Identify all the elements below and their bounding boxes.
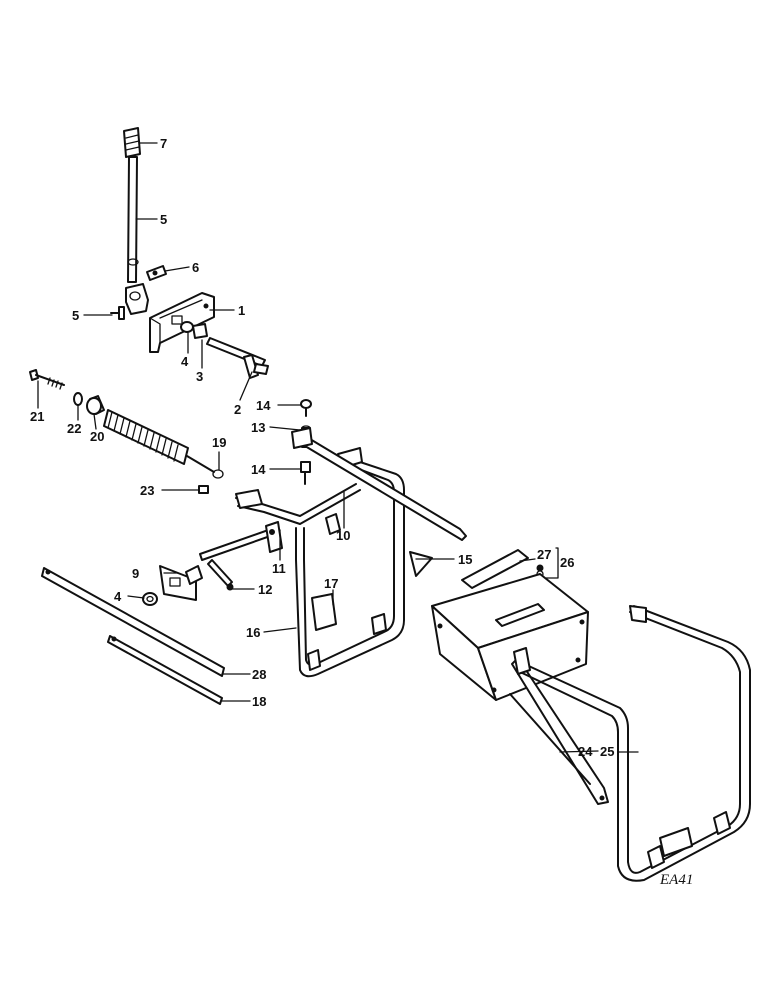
leader-lines [37,142,639,753]
callout-4-upper: 4 [181,354,189,369]
callout-4-lower: 4 [114,589,122,604]
callout-19: 19 [212,435,226,450]
upper-bolt-part [300,399,312,417]
drawing-code: EA41 [659,872,693,888]
long-strap-part [41,567,225,677]
short-strap-part [107,635,223,705]
brace-rod-part [509,657,609,805]
callout-25: 25 [600,744,614,759]
battery-box-part [431,573,589,701]
callout-23: 23 [140,483,154,498]
callout-10: 10 [336,528,350,543]
callout-16: 15 [458,552,472,567]
long-bolt-part [29,369,65,390]
washer-part-upper [180,321,194,333]
gusset-plate-part [409,551,433,577]
callout-27: 27 [537,547,551,562]
callout-15: 16 [246,625,260,640]
callout-3: 3 [196,369,203,384]
callout-24: 24 [578,744,593,759]
flat-washer-part [73,392,83,406]
left-tube-frame-part [295,447,405,678]
callout-5: 5 [160,212,167,227]
callout-6: 5 [72,308,79,323]
linkage-rod-part [199,521,283,561]
callout-14-lower: 14 [251,462,266,477]
support-bar-part [291,427,467,541]
callout-28: 28 [252,667,266,682]
lock-nut-part [198,485,209,494]
washer-part-lower [142,592,158,606]
callout-18: 18 [252,694,266,709]
callout-13: 13 [251,420,265,435]
clip-part [146,265,167,281]
callout-8: 7 [160,136,167,151]
callout-14-upper: 14 [256,398,271,413]
pin-part [110,306,125,320]
handle-grip-part [123,127,141,158]
callout-2: 2 [234,402,241,417]
shift-lever-arm-part [206,337,269,379]
lower-bolt-part [300,461,311,485]
lever-rod-part [127,156,139,283]
right-tube-frame-part [513,605,751,882]
bushing-part [86,395,105,415]
callout-7: 6 [192,260,199,275]
cross-tube-part [235,483,361,535]
callout-20: 20 [90,429,104,444]
callout-17: 17 [324,576,338,591]
callout-12: 12 [258,582,272,597]
callout-11: 11 [272,561,286,576]
shift-arm-part [207,559,234,591]
callout-21: 21 [30,409,44,424]
callout-1: 1 [238,303,245,318]
tension-spring-part [103,409,224,479]
callout-labels: 7 5 6 5 1 4 3 2 21 22 20 19 23 14 13 14 … [30,136,693,888]
pivot-block-part [125,283,149,315]
callout-26: 26 [560,555,574,570]
callout-22: 22 [67,421,81,436]
nut-part [192,323,208,339]
callout-9: 9 [132,566,139,581]
decal-part [461,549,529,589]
mounting-bracket-part [149,292,215,353]
detent-plate-part [159,565,203,601]
